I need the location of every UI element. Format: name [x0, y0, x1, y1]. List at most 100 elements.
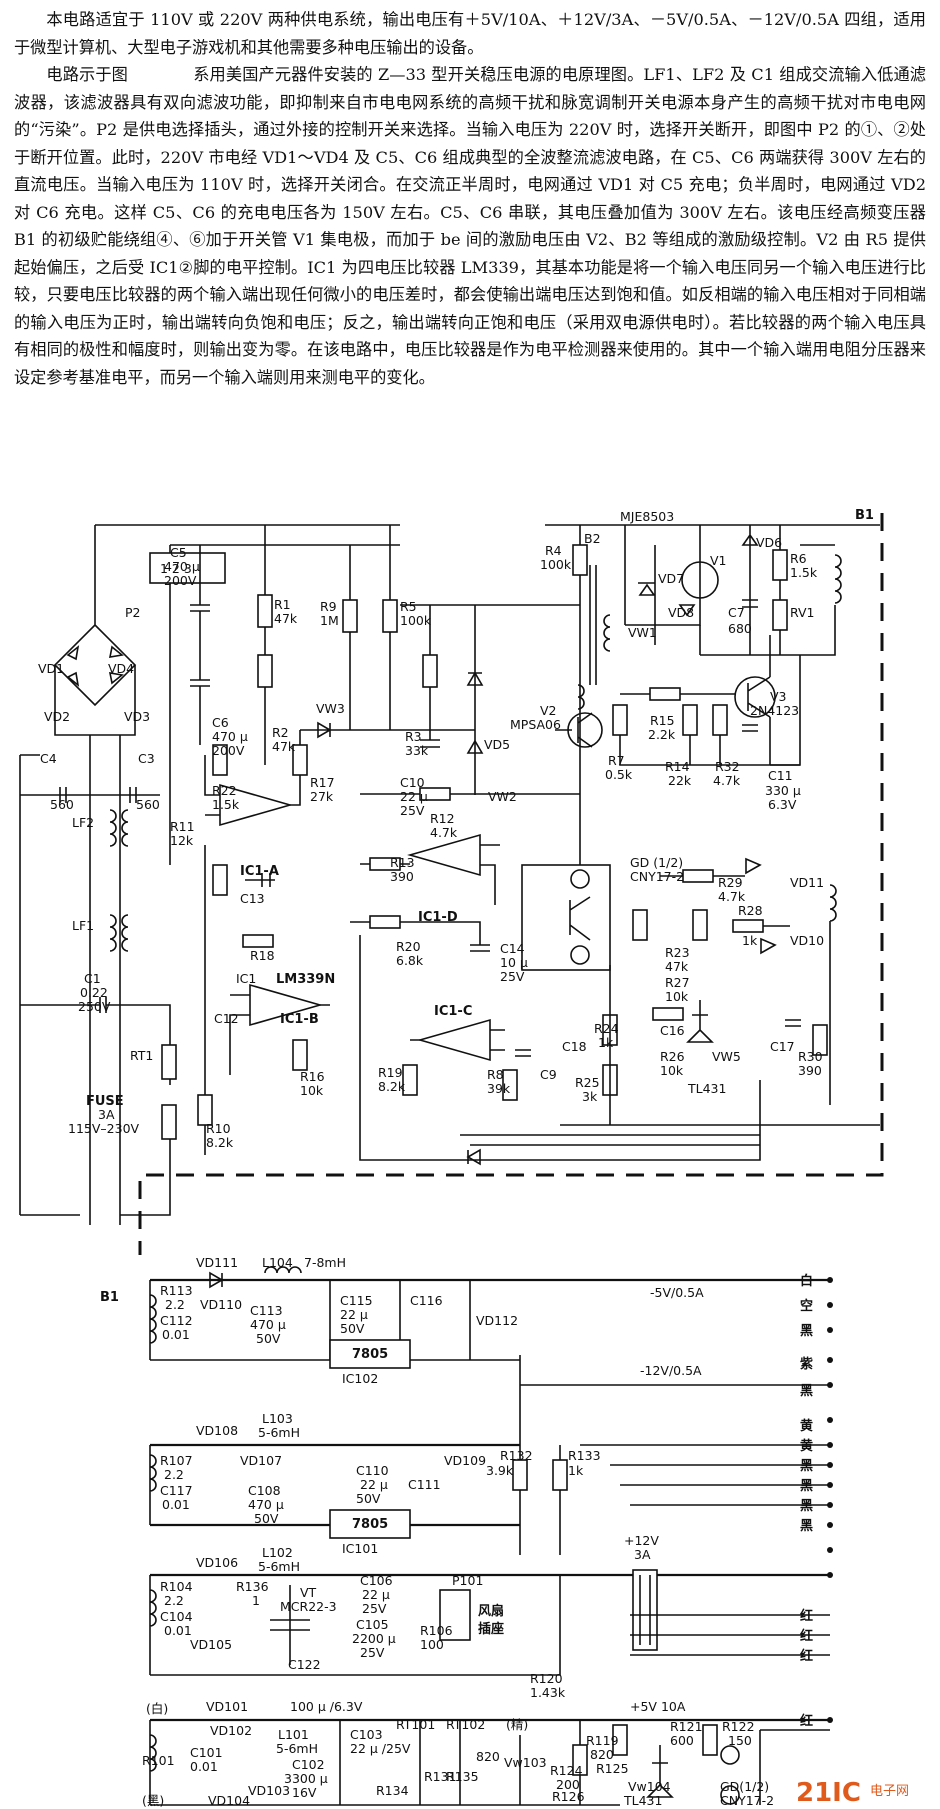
label-c6v1: 470 μ — [212, 729, 248, 744]
label-mcr22: MCR22-3 — [280, 1599, 337, 1614]
label-r106: R106 — [420, 1623, 453, 1638]
label-vw1: VW1 — [628, 625, 657, 640]
label-tl431b: TL431 — [623, 1793, 662, 1808]
label-r23: R23 — [665, 945, 690, 960]
label-c110: C110 — [356, 1463, 389, 1478]
label-lf2: LF2 — [72, 815, 94, 830]
label-black-tag: (黑) — [142, 1793, 164, 1808]
label-r16: R16 — [300, 1069, 325, 1084]
paragraph-1: 本电路适宜于 110V 或 220V 两种供电系统，输出电压有＋5V/10A、＋… — [14, 10, 926, 57]
label-c1v2: 250V — [78, 999, 111, 1014]
label-r6v: 1.5k — [790, 565, 818, 580]
label-r30: R30 — [798, 1049, 823, 1064]
label-c3: C3 — [138, 751, 155, 766]
label-r3v: 33k — [405, 743, 429, 758]
label-r17: R17 — [310, 775, 335, 790]
wire-white: 白 — [800, 1273, 813, 1289]
label-c16: C16 — [660, 1023, 685, 1038]
wire-yellow-1: 黄 — [800, 1418, 813, 1434]
label-c117v: 0.01 — [162, 1497, 190, 1512]
label-vw104: Vw104 — [628, 1779, 671, 1794]
label-r32v: 4.7k — [713, 773, 741, 788]
label-r122: R122 — [722, 1719, 755, 1734]
label-white-tag: (白) — [146, 1701, 168, 1716]
label-r5: R5 — [400, 599, 417, 614]
label-c106: C106 — [360, 1573, 393, 1588]
label-c101: C101 — [190, 1745, 223, 1760]
label-c101v: 0.01 — [190, 1759, 218, 1774]
label-p2: P2 — [125, 605, 141, 620]
label-vd109: VD109 — [444, 1453, 486, 1468]
label-c10v1: 22 μ — [400, 789, 428, 804]
label-l102v: 5-6mH — [258, 1559, 300, 1574]
label-c5v2: 200V — [164, 573, 197, 588]
label-c113: C113 — [250, 1303, 283, 1318]
label-c10v2: 25V — [400, 803, 425, 818]
label-fan-2: 插座 — [478, 1621, 504, 1637]
label-r26: R26 — [660, 1049, 685, 1064]
label-c115v1: 22 μ — [340, 1307, 368, 1322]
top-labels: B1 MJE8503 V1 VD6 R6 1.5k VD7 VD8 VW1 C7… — [38, 508, 874, 1150]
ic102-label: 7805 — [352, 1347, 388, 1362]
label-r121v: 600 — [670, 1733, 694, 1748]
label-c115v2: 50V — [340, 1321, 365, 1336]
label-c108v2: 50V — [254, 1511, 279, 1526]
label-c122: C122 — [288, 1657, 321, 1672]
label-ic1a: IC1-A — [240, 864, 279, 879]
wire-black-2: 黑 — [800, 1384, 813, 1399]
label-c17: C17 — [770, 1039, 795, 1054]
label-r19: R19 — [378, 1065, 403, 1080]
label-c11v2: 6.3V — [768, 797, 797, 812]
wire-black-5: 黑 — [800, 1499, 813, 1514]
label-r22: R22 — [212, 783, 237, 798]
label-c102v2: 16V — [292, 1785, 317, 1800]
label-r20v: 6.8k — [396, 953, 424, 968]
label-vw3: VW3 — [316, 701, 345, 716]
label-c104v: 0.01 — [164, 1623, 192, 1638]
label-r27: R27 — [665, 975, 690, 990]
label-r28: R28 — [738, 903, 763, 918]
paragraph-2: 电路示于图 系用美国产元器件安装的 Z—33 型开关稳压电源的电原理图。LF1、… — [14, 65, 926, 387]
label-r120v: 1.43k — [530, 1685, 566, 1700]
label-vd106: VD106 — [196, 1555, 238, 1570]
label-tl431: TL431 — [687, 1081, 726, 1096]
wire-red-1: 红 — [800, 1608, 813, 1624]
label-c108: C108 — [248, 1483, 281, 1498]
label-r15: R15 — [650, 713, 675, 728]
label-r4v: 100k — [540, 557, 572, 572]
label-r19v: 8.2k — [378, 1079, 406, 1094]
label-c108v1: 470 μ — [248, 1497, 284, 1512]
label-c102: C102 — [292, 1757, 325, 1772]
label-vd8: VD8 — [668, 605, 694, 620]
label-c116: C116 — [410, 1293, 443, 1308]
label-r113v: 2.2 — [165, 1297, 185, 1312]
label-c1v1: 0.22 — [80, 985, 108, 1000]
label-c14v1: 10 μ — [500, 955, 528, 970]
label-vd102: VD102 — [210, 1723, 252, 1738]
label-vd111: VD111 — [196, 1255, 238, 1270]
label-rt101: RT101 — [396, 1717, 435, 1732]
label-mje8503: MJE8503 — [620, 509, 674, 524]
label-ic1c: IC1-C — [434, 1004, 472, 1019]
label-r124: R124 — [550, 1763, 583, 1778]
switching-section — [360, 524, 880, 905]
label-r10v: 8.2k — [206, 1135, 234, 1150]
label-out-5v: +5V 10A — [630, 1699, 686, 1714]
label-b1: B1 — [855, 508, 874, 523]
label-r134: R134 — [376, 1783, 409, 1798]
label-c111: C111 — [408, 1477, 441, 1492]
label-v1: V1 — [710, 553, 727, 568]
label-c110v1: 22 μ — [360, 1477, 388, 1492]
label-p101: P101 — [452, 1573, 483, 1588]
label-r131: R131 — [424, 1769, 457, 1784]
label-r9v: 1M — [320, 613, 339, 628]
label-vd108: VD108 — [196, 1423, 238, 1438]
ic101-label: 7805 — [352, 1517, 388, 1532]
wire-black-6: 黑 — [800, 1519, 813, 1534]
label-r29: R29 — [718, 875, 743, 890]
label-c14: C14 — [500, 941, 525, 956]
label-fuse: FUSE — [86, 1094, 124, 1109]
label-fuse-v2: 115V–230V — [68, 1121, 140, 1136]
label-r14: R14 — [665, 759, 690, 774]
label-r18: R18 — [250, 948, 275, 963]
